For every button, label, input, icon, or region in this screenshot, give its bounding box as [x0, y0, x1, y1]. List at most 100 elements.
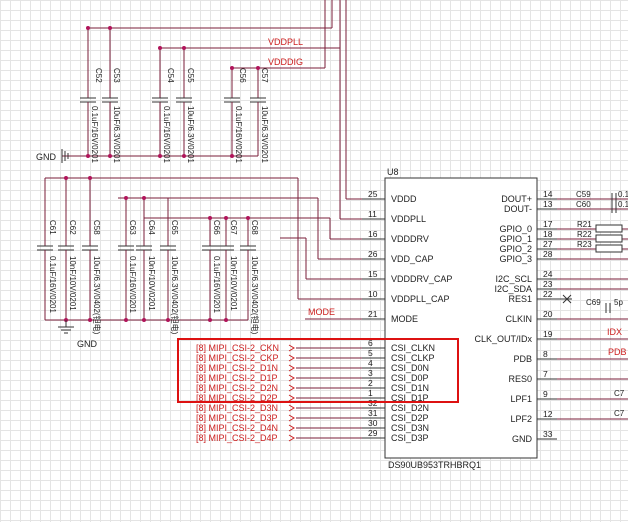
pin-name: CSI_D1P [391, 393, 429, 403]
csi-net-label: [8] MIPI_CSI-2_D1N [196, 363, 278, 373]
pin-number: 10 [368, 289, 378, 299]
ic-part-number: DS90UB953TRHBRQ1 [388, 460, 481, 470]
csi-net-label: [8] MIPI_CSI-2_D3N [196, 403, 278, 413]
port-arrow-icon [288, 414, 295, 422]
bottom-cap-labels: C61 C62 C58 C63 C64 C65 C66 C67 C68 0.1u… [48, 220, 260, 335]
csi-net-label: [8] MIPI_CSI-2_D4P [196, 433, 278, 443]
pin-number: 28 [543, 249, 553, 259]
part-ref: R22 [577, 230, 592, 239]
ic-ref: U8 [387, 167, 399, 177]
pin-number: 7 [543, 369, 548, 379]
part-value: 0.1 [618, 200, 628, 209]
part-value: 5p [614, 298, 623, 307]
pin-number: 17 [543, 219, 553, 229]
pin-number: 8 [543, 349, 548, 359]
pin-name: CSI_D2N [391, 403, 429, 413]
cap-ref: C67 [229, 220, 238, 235]
csi-net-labels: [8] MIPI_CSI-2_CKN[8] MIPI_CSI-2_CKP[8] … [196, 343, 362, 443]
pin-name: CSI_CLKN [391, 343, 435, 353]
gnd-label-bottom: GND [77, 339, 98, 349]
top-cap-bodies [62, 97, 266, 158]
part-ref: C59 [576, 190, 591, 199]
cap-value: 10uF/6.3V/0201 [186, 106, 195, 163]
pin-number: 33 [543, 429, 553, 439]
cap-value: 10uF/6.3V/0402(钽电) [250, 256, 260, 335]
pin-number: 30 [368, 418, 378, 428]
cap-ref: C63 [128, 220, 137, 235]
csi-net-label: [8] MIPI_CSI-2_D4N [196, 423, 278, 433]
pin-number: 24 [543, 269, 553, 279]
pin-number: 16 [368, 229, 378, 239]
pin-name: VDDPLL_CAP [391, 294, 450, 304]
cap-ref: C53 [112, 68, 121, 83]
cap-value: 0.1uF/16V/0201 [162, 106, 171, 163]
cap-ref: C61 [48, 220, 57, 235]
cap-ref: C54 [166, 68, 175, 83]
pin-name: I2C_SCL [495, 274, 532, 284]
csi-net-label: [8] MIPI_CSI-2_D3P [196, 413, 278, 423]
pin-name: CSI_D2P [391, 413, 429, 423]
gnd-label-top: GND [36, 152, 57, 162]
right-side-parts [557, 193, 628, 420]
pin-number: 27 [543, 239, 553, 249]
net-label-vddpll: VDDPLL [268, 37, 303, 47]
cap-ref: C68 [250, 220, 259, 235]
pin-name: VDDD [391, 194, 417, 204]
cap-ref: C62 [68, 220, 77, 235]
pin-number: 29 [368, 428, 378, 438]
net-label-pdb: PDB [608, 347, 627, 357]
part-ref: C60 [576, 200, 591, 209]
bottom-cap-wires [44, 176, 385, 300]
pin-number: 2 [368, 378, 373, 388]
cap-value: 10nF/10V/0201 [229, 256, 238, 311]
part-ref: R21 [577, 220, 592, 229]
highlight-box [177, 338, 459, 403]
pin-name: MODE [391, 314, 418, 324]
pin-name: CLK_OUT/IDx [474, 334, 532, 344]
pin-number: 1 [368, 388, 373, 398]
cap-ref: C66 [212, 220, 221, 235]
pin-name: LPF1 [510, 394, 532, 404]
pin-number: 20 [543, 309, 553, 319]
cap-ref: C58 [92, 220, 101, 235]
bottom-cap-bodies [37, 245, 256, 322]
pin-name: VDDPLL [391, 214, 426, 224]
cap-value: 0.1uF/16V/0201 [234, 106, 243, 163]
pin-name: CSI_D3N [391, 423, 429, 433]
port-arrow-icon [288, 384, 295, 392]
pin-name: RES1 [508, 294, 532, 304]
cap-ref: C52 [94, 68, 103, 83]
pin-name: PDB [513, 354, 532, 364]
pin-name: DOUT+ [501, 194, 532, 204]
pin-number: 19 [543, 329, 553, 339]
pin-number: 26 [368, 249, 378, 259]
pin-name: RES0 [508, 374, 532, 384]
pin-number: 18 [543, 229, 553, 239]
pin-number: 3 [368, 368, 373, 378]
pin-number: 22 [543, 289, 553, 299]
part-value: 0.1 [618, 190, 628, 199]
pin-number: 21 [368, 309, 378, 319]
cap-value: 10nF/10V/0201 [147, 256, 156, 311]
csi-net-label: [8] MIPI_CSI-2_CKN [196, 343, 279, 353]
pin-number: 15 [368, 269, 378, 279]
port-arrow-icon [288, 424, 295, 432]
pin-name: CSI_D0P [391, 373, 429, 383]
port-arrow-icon [288, 394, 295, 402]
pin-name: DOUT- [504, 204, 532, 214]
pin-number: 14 [543, 189, 553, 199]
pin-name: CSI_D0N [391, 363, 429, 373]
port-arrow-icon [288, 404, 295, 412]
pin-number: 25 [368, 189, 378, 199]
pin-number: 13 [543, 199, 553, 209]
pin-number: 5 [368, 348, 373, 358]
pin-name: VDD_CAP [391, 254, 434, 264]
pin-name: CSI_CLKP [391, 353, 435, 363]
pin-name: GPIO_2 [499, 244, 532, 254]
pin-number: 31 [368, 408, 378, 418]
pin-name: VDDDRV [391, 234, 429, 244]
port-arrow-icon [288, 364, 295, 372]
pin-name: CSI_D3P [391, 433, 429, 443]
